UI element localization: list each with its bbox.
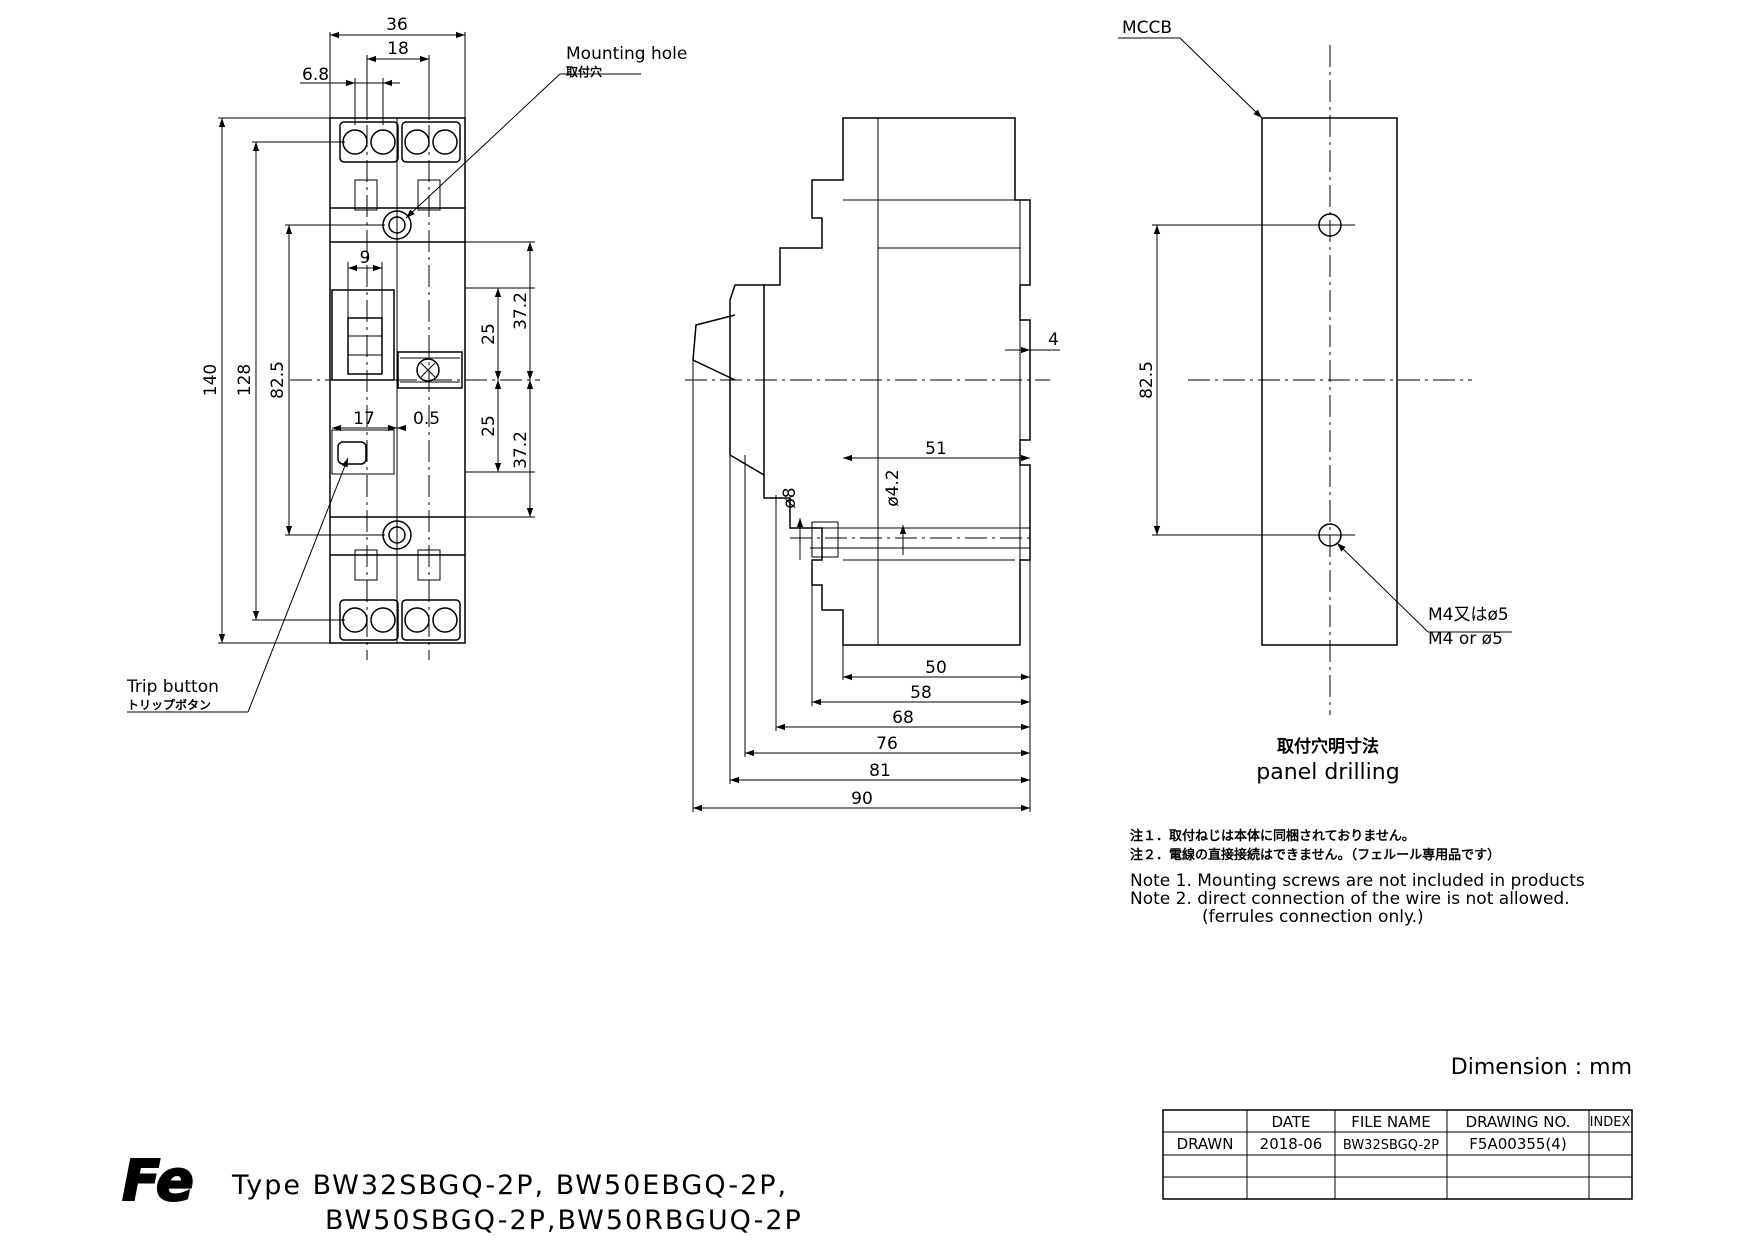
- dim-58: 58: [910, 683, 932, 703]
- dim-128: 128: [235, 364, 255, 396]
- tb-header-index: INDEX: [1590, 1115, 1631, 1130]
- side-dimensions: 4 51 ø4.2 ø8 50 58 68 76 81 90: [692, 330, 1060, 812]
- front-view: [290, 90, 540, 660]
- note-jp-1: 注１．取付ねじは本体に同梱されておりません。: [1130, 828, 1415, 844]
- trip-button-label: Trip button: [126, 677, 219, 697]
- title-block: DATE FILE NAME DRAWING NO. INDEX DRAWN 2…: [1162, 1109, 1633, 1200]
- panel-caption-jp: 取付穴明寸法: [1277, 736, 1379, 757]
- tb-date: 2018-06: [1260, 1135, 1323, 1153]
- mccb-label: MCCB: [1122, 18, 1172, 38]
- panel-drilling: 82.5 MCCB M4又はø5 M4 or ø5 取付穴明寸法 panel d…: [1118, 18, 1512, 785]
- mounting-hole-label-jp: 取付穴: [566, 64, 602, 79]
- type-line-2: BW50SBGQ-2P,BW50RBGUQ-2P: [325, 1205, 803, 1236]
- dim-36: 36: [386, 15, 408, 35]
- dim-25-bottom: 25: [479, 415, 499, 437]
- dim-6-8: 6.8: [302, 65, 329, 85]
- dim-90: 90: [851, 789, 873, 809]
- tb-drawing-no: F5A00355(4): [1469, 1135, 1566, 1153]
- dim-4: 4: [1048, 330, 1059, 350]
- dim-81: 81: [869, 761, 891, 781]
- dim-140: 140: [201, 364, 221, 396]
- trip-button-label-jp: トリップボタン: [127, 697, 211, 712]
- panel-dim-82-5: 82.5: [1137, 361, 1157, 399]
- dim-76: 76: [876, 734, 898, 754]
- note-en-3: (ferrules connection only.): [1202, 907, 1424, 927]
- mounting-hole-label: Mounting hole: [566, 44, 687, 64]
- logo-text: Fe: [122, 1149, 194, 1214]
- tb-header-date: DATE: [1271, 1113, 1310, 1131]
- dim-d4-2: ø4.2: [883, 469, 903, 506]
- tb-header-drawing-no: DRAWING NO.: [1466, 1113, 1571, 1131]
- dimension-unit: Dimension : mm: [1451, 1055, 1632, 1080]
- dim-51: 51: [925, 439, 947, 459]
- dim-d8: ø8: [780, 487, 800, 508]
- tb-file-name: BW32SBGQ-2P: [1343, 1138, 1439, 1153]
- dim-37-2-bottom: 37.2: [511, 431, 531, 469]
- fuji-logo: Fe: [121, 1148, 195, 1215]
- type-line-1: Type BW32SBGQ-2P, BW50EBGQ-2P,: [231, 1170, 788, 1201]
- hole-label-jp: M4又はø5: [1428, 605, 1509, 625]
- notes: 注１．取付ねじは本体に同梱されておりません。 注２．電線の直接接続はできません。…: [1130, 828, 1585, 927]
- side-view: [685, 117, 1050, 646]
- note-en-2: Note 2. direct connection of the wire is…: [1130, 889, 1570, 909]
- dim-18: 18: [387, 39, 409, 59]
- dim-17: 17: [353, 409, 375, 429]
- note-en-1: Note 1. Mounting screws are not included…: [1130, 871, 1585, 891]
- front-callouts: Mounting hole 取付穴 Trip button トリップボタン: [126, 44, 687, 713]
- tb-header-file-name: FILE NAME: [1351, 1113, 1431, 1131]
- hole-label-en: M4 or ø5: [1428, 629, 1503, 649]
- dim-68: 68: [892, 708, 914, 728]
- dim-9: 9: [360, 248, 371, 268]
- dim-0-5: 0.5: [413, 409, 440, 429]
- front-dimensions: 36 18 6.8 140 128 82.5 9 17: [201, 15, 535, 644]
- dim-25-top: 25: [479, 323, 499, 345]
- note-jp-2: 注２．電線の直接接続はできません。（フェルール専用品です）: [1130, 847, 1500, 863]
- dim-50: 50: [925, 658, 947, 678]
- panel-caption-en: panel drilling: [1256, 760, 1399, 785]
- dim-37-2-top: 37.2: [511, 292, 531, 330]
- dim-82-5: 82.5: [268, 361, 288, 399]
- tb-drawn: DRAWN: [1177, 1135, 1234, 1153]
